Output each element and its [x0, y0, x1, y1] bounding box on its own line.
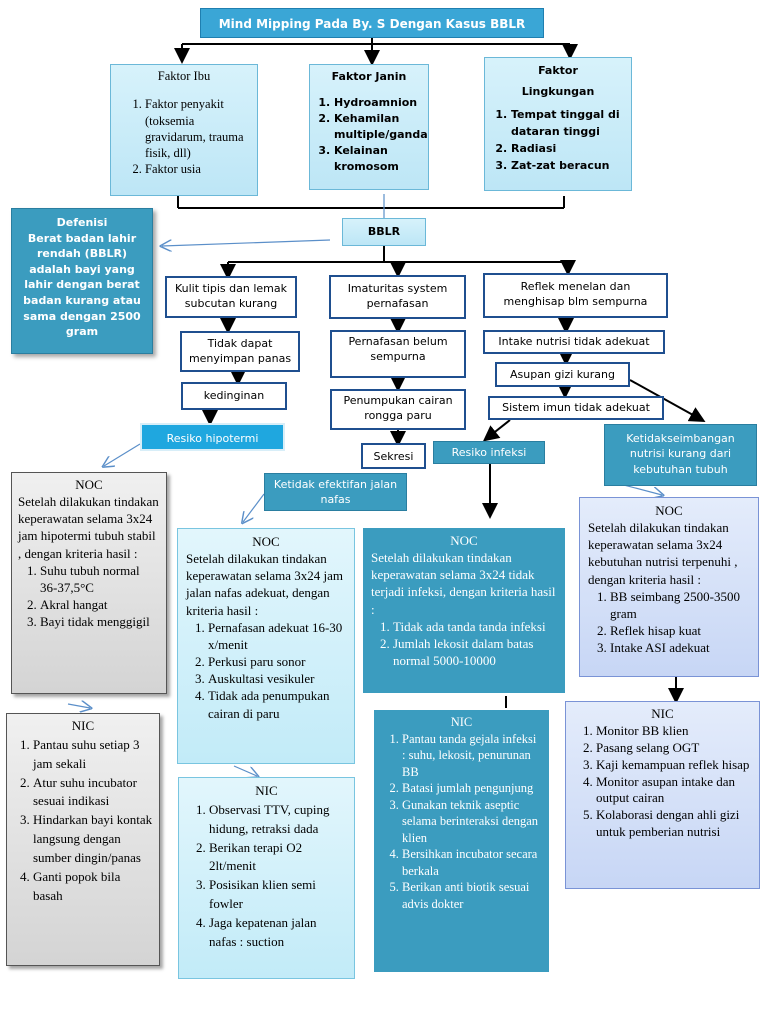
- noc-item: Perkusi paru sonor: [208, 653, 346, 670]
- factor-ibu-box: Faktor Ibu Faktor penyakit (toksemia gra…: [110, 64, 258, 196]
- node-sekresi: Sekresi: [361, 443, 426, 469]
- noc-nutrisi-box: NOC Setelah dilakukan tindakan keperawat…: [579, 497, 759, 677]
- noc-infeksi-box: NOC Setelah dilakukan tindakan keperawat…: [362, 527, 566, 694]
- factor-janin-heading: Faktor Janin: [331, 70, 407, 83]
- nic-item: Kaji kemampuan reflek hisap: [596, 757, 751, 774]
- node-penumpukan: Penumpukan cairan rongga paru: [330, 389, 466, 430]
- nic-item: Atur suhu incubator sesuai indikasi: [33, 774, 153, 812]
- node-pernafasan: Pernafasan belum sempurna: [330, 330, 466, 378]
- diagnosis-infeksi: Resiko infeksi: [433, 441, 545, 464]
- noc-item: Akral hangat: [40, 596, 160, 613]
- noc-item: Intake ASI adekuat: [610, 639, 750, 656]
- nic-heading: NIC: [255, 783, 278, 798]
- noc-item: Tidak ada penumpukan cairan di paru: [208, 687, 346, 721]
- node-kedinginan: kedinginan: [181, 382, 287, 410]
- nic-item: Posisikan klien semi fowler: [209, 876, 346, 914]
- node-imun: Sistem imun tidak adekuat: [488, 396, 664, 420]
- node-intake: Intake nutrisi tidak adekuat: [483, 330, 665, 354]
- noc-item: Tidak ada tanda tanda infeksi: [393, 618, 557, 635]
- nic-item: Ganti popok bila basah: [33, 868, 153, 906]
- factor-janin-item: Kehamilan multiple/ganda: [334, 111, 428, 143]
- noc-item: Bayi tidak menggigil: [40, 613, 160, 630]
- nic-item: Berikan anti biotik sesuai advis dokter: [402, 879, 541, 912]
- nic-item: Bersihkan incubator secara berkala: [402, 846, 541, 879]
- factor-ibu-item: Faktor penyakit (toksemia gravidarum, tr…: [145, 96, 253, 161]
- nic-item: Berikan terapi O2 2lt/menit: [209, 839, 346, 877]
- nic-item: Jaga kepatenan jalan nafas : suction: [209, 914, 346, 952]
- node-imaturitas: Imaturitas system pernafasan: [329, 275, 466, 319]
- noc-item: Reflek hisap kuat: [610, 622, 750, 639]
- nic-nafas-box: NIC Observasi TTV, cuping hidung, retrak…: [178, 777, 355, 979]
- nic-item: Monitor asupan intake dan output cairan: [596, 774, 751, 808]
- definition-text: Berat badan lahir rendah (BBLR) adalah b…: [23, 231, 141, 339]
- factor-janin-item: Hydroamnion: [334, 95, 424, 111]
- noc-heading: NOC: [252, 534, 280, 549]
- definition-box: Defenisi Berat badan lahir rendah (BBLR)…: [11, 208, 153, 354]
- diagnosis-nutrisi: Ketidakseimbangan nutrisi kurang dari ke…: [604, 424, 757, 486]
- bblr-node: BBLR: [342, 218, 426, 246]
- noc-item: BB seimbang 2500-3500 gram: [610, 588, 750, 622]
- nic-item: Pasang selang OGT: [596, 740, 751, 757]
- nic-item: Pantau tanda gejala infeksi : suhu, leko…: [402, 731, 541, 781]
- nic-hipotermi-box: NIC Pantau suhu setiap 3 jam sekali Atur…: [6, 713, 160, 966]
- nic-item: Kolaborasi dengan ahli gizi untuk pember…: [596, 807, 751, 841]
- definition-heading: Defenisi: [56, 216, 108, 229]
- nic-item: Batasi jumlah pengunjung: [402, 780, 541, 797]
- nic-heading: NIC: [651, 706, 674, 721]
- nic-item: Gunakan teknik aseptic selama berinterak…: [402, 797, 541, 847]
- nic-item: Observasi TTV, cuping hidung, retraksi d…: [209, 801, 346, 839]
- factor-lingkungan-item: Radiasi: [511, 140, 627, 157]
- nic-infeksi-box: NIC Pantau tanda gejala infeksi : suhu, …: [373, 709, 550, 973]
- diagnosis-nafas: Ketidak efektifan jalan nafas: [264, 473, 407, 511]
- factor-lingkungan-heading-2: Lingkungan: [521, 85, 595, 99]
- noc-intro: Setelah dilakukan tindakan keperawatan s…: [588, 520, 738, 587]
- noc-item: Pernafasan adekuat 16-30 x/menit: [208, 619, 346, 653]
- noc-intro: Setelah dilakukan tindakan keperawatan s…: [371, 550, 556, 617]
- node-asupan: Asupan gizi kurang: [495, 362, 630, 387]
- nic-heading: NIC: [450, 715, 473, 729]
- noc-hipotermi-box: NOC Setelah dilakukan tindakan keperawat…: [11, 472, 167, 694]
- noc-heading: NOC: [655, 503, 683, 518]
- noc-item: Jumlah lekosit dalam batas normal 5000-1…: [393, 635, 557, 669]
- node-panas: Tidak dapat menyimpan panas: [180, 331, 300, 372]
- factor-lingkungan-item: Zat-zat beracun: [511, 157, 627, 174]
- node-kulit: Kulit tipis dan lemak subcutan kurang: [165, 276, 297, 318]
- noc-nafas-box: NOC Setelah dilakukan tindakan keperawat…: [177, 528, 355, 764]
- nic-heading: NIC: [71, 718, 95, 733]
- page-title: Mind Mipping Pada By. S Dengan Kasus BBL…: [200, 8, 544, 38]
- nic-nutrisi-box: NIC Monitor BB klien Pasang selang OGT K…: [565, 701, 760, 889]
- factor-janin-box: Faktor Janin Hydroamnion Kehamilan multi…: [309, 64, 429, 190]
- factor-lingkungan-heading: Faktor: [538, 64, 578, 77]
- noc-heading: NOC: [450, 533, 478, 548]
- factor-lingkungan-item: Tempat tinggal di dataran tinggi: [511, 106, 627, 140]
- noc-heading: NOC: [75, 477, 103, 492]
- nic-item: Monitor BB klien: [596, 723, 751, 740]
- factor-janin-item: Kelainan kromosom: [334, 143, 424, 175]
- noc-item: Suhu tubuh normal 36-37,5°C: [40, 562, 160, 596]
- factor-ibu-item: Faktor usia: [145, 161, 253, 177]
- noc-item: Auskultasi vesikuler: [208, 670, 346, 687]
- factor-lingkungan-box: Faktor Lingkungan Tempat tinggal di data…: [484, 57, 632, 191]
- node-reflek: Reflek menelan dan menghisap blm sempurn…: [483, 273, 668, 318]
- nic-item: Pantau suhu setiap 3 jam sekali: [33, 736, 153, 774]
- noc-intro: Setelah dilakukan tindakan keperawatan s…: [18, 494, 159, 561]
- nic-item: Hindarkan bayi kontak langsung dengan su…: [33, 811, 153, 868]
- noc-intro: Setelah dilakukan tindakan keperawatan s…: [186, 551, 344, 618]
- factor-ibu-heading: Faktor Ibu: [157, 69, 211, 83]
- diagnosis-hipotermi: Resiko hipotermi: [140, 423, 285, 451]
